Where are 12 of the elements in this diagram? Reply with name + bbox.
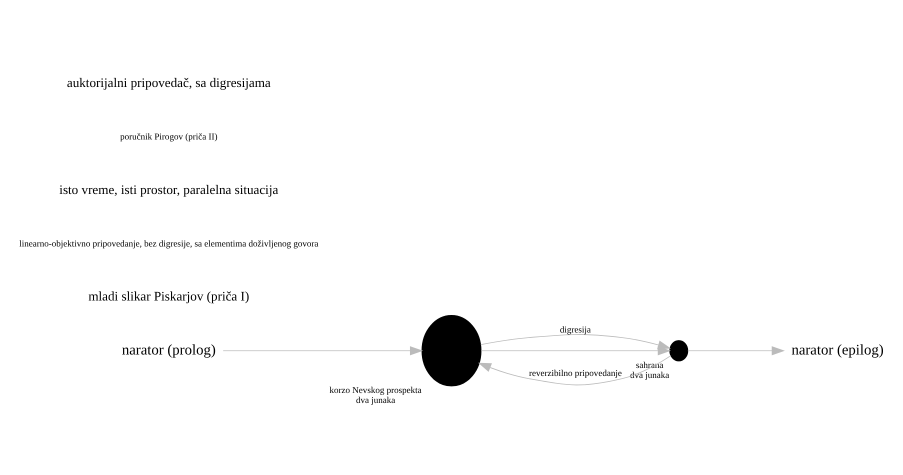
edge-label: reverzibilno pripovedanje <box>528 368 622 378</box>
node-text: narator (epilog) <box>791 342 884 358</box>
node-label: sahrana <box>636 360 664 370</box>
edge-label: digresija <box>560 324 591 335</box>
label: linearno-objektivno pripovedanje, bez digresije, sa elementima doživljenog govora <box>19 238 318 248</box>
label: auktorijalni pripovedač, sa digresijama <box>66 75 271 90</box>
node-label: korzo Nevskog prospekta <box>330 385 422 396</box>
node-text: narator (prolog) <box>122 342 216 358</box>
node-label: dva junaka <box>356 395 396 406</box>
label: poručnik Pirogov (priča II) <box>120 132 218 142</box>
label: isto vreme, isti prostor, paralelna situacija <box>59 182 278 197</box>
label: mladi slikar Piskarjov (priča I) <box>88 288 250 304</box>
